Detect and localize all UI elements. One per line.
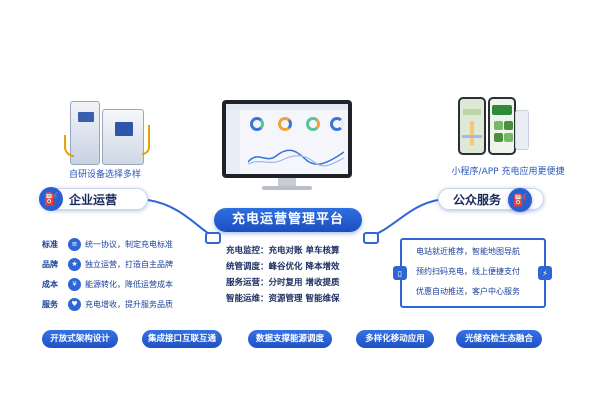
public-item-text: 优惠自动推送，客户中心服务 bbox=[416, 287, 520, 296]
gauge-icon bbox=[250, 117, 264, 131]
dashboard-monitor bbox=[222, 100, 352, 178]
brand-icon: ★ bbox=[68, 257, 81, 271]
feature-tag: 开放式架构设计 bbox=[42, 330, 118, 348]
monitor-stand bbox=[278, 178, 296, 186]
public-item: 预约扫码充电，线上便捷支付 bbox=[416, 266, 520, 277]
standard-icon: ≡ bbox=[68, 237, 81, 251]
phone-side-panel bbox=[515, 110, 529, 150]
public-title: 公众服务 bbox=[453, 192, 502, 207]
charger-icon: ⛽ bbox=[39, 187, 63, 211]
enterprise-row-key: 服务 bbox=[42, 299, 58, 309]
enterprise-row-value: 统一协议，制定充电标准 bbox=[85, 239, 173, 249]
public-item: 电站就近推荐，智能地图导航 bbox=[416, 246, 520, 257]
enterprise-row: 品牌 ★ 独立运营，打造自主品牌 bbox=[42, 256, 212, 272]
public-item-text: 电站就近推荐，智能地图导航 bbox=[416, 247, 520, 256]
cost-icon: ¥ bbox=[68, 277, 81, 291]
feature-tag: 光储充检生态融合 bbox=[456, 330, 542, 348]
enterprise-row-value: 能源转化，降低运营成本 bbox=[85, 279, 173, 289]
gauge-icon bbox=[330, 117, 344, 131]
charging-cable bbox=[64, 135, 74, 157]
phone-icon: ▯ bbox=[393, 266, 407, 280]
enterprise-row-key: 成本 bbox=[42, 279, 58, 289]
charger-pile-tall bbox=[70, 101, 100, 165]
gauge-icon bbox=[306, 117, 320, 131]
devices-caption: 自研设备选择多样 bbox=[68, 170, 141, 180]
enterprise-row-value: 独立运营，打造自主品牌 bbox=[85, 259, 173, 269]
platform-feature: 统管调度：峰谷优化 降本增效 bbox=[226, 262, 340, 272]
enterprise-row-value: 充电增收，提升服务品质 bbox=[85, 299, 173, 309]
platform-feature: 智能运维：资源管理 智能维保 bbox=[226, 294, 340, 304]
public-item-text: 预约扫码充电，线上便捷支付 bbox=[416, 267, 520, 276]
enterprise-header: ⛽ 企业运营 bbox=[39, 187, 148, 211]
enterprise-title: 企业运营 bbox=[69, 192, 118, 207]
dashboard-screen bbox=[226, 104, 348, 174]
charger-icon: ⚡ bbox=[538, 266, 552, 280]
app-caption: 小程序/APP 充电应用更便捷 bbox=[451, 167, 565, 177]
enterprise-row: 服务 ♥ 充电增收，提升服务品质 bbox=[42, 296, 212, 312]
trend-chart-icon bbox=[248, 149, 344, 167]
public-item: 优惠自动推送，客户中心服务 bbox=[416, 286, 520, 297]
enterprise-row: 标准 ≡ 统一协议，制定充电标准 bbox=[42, 236, 212, 252]
enterprise-row-key: 标准 bbox=[42, 239, 58, 249]
feature-tag: 多样化移动应用 bbox=[356, 330, 434, 348]
phone-map-screen bbox=[458, 97, 486, 155]
platform-title-banner: 充电运营管理平台 bbox=[214, 208, 362, 232]
monitor-base bbox=[262, 186, 312, 190]
charger-pile-wide bbox=[102, 109, 144, 165]
enterprise-row: 成本 ¥ 能源转化，降低运营成本 bbox=[42, 276, 212, 292]
feature-tag: 数据支撑能源调度 bbox=[248, 330, 332, 348]
plug-connector-icon bbox=[363, 232, 379, 244]
charger-icon: ⛽ bbox=[508, 188, 532, 212]
platform-feature: 服务运营：分时复用 增收提质 bbox=[226, 278, 340, 288]
enterprise-row-key: 品牌 bbox=[42, 259, 58, 269]
platform-feature: 充电监控：充电对账 单车核算 bbox=[226, 246, 340, 256]
charger-devices-illustration bbox=[62, 95, 152, 165]
feature-tag: 集成接口互联互通 bbox=[142, 330, 222, 348]
gauge-icon bbox=[278, 117, 292, 131]
plug-connector-icon bbox=[205, 232, 221, 244]
service-icon: ♥ bbox=[68, 297, 81, 311]
